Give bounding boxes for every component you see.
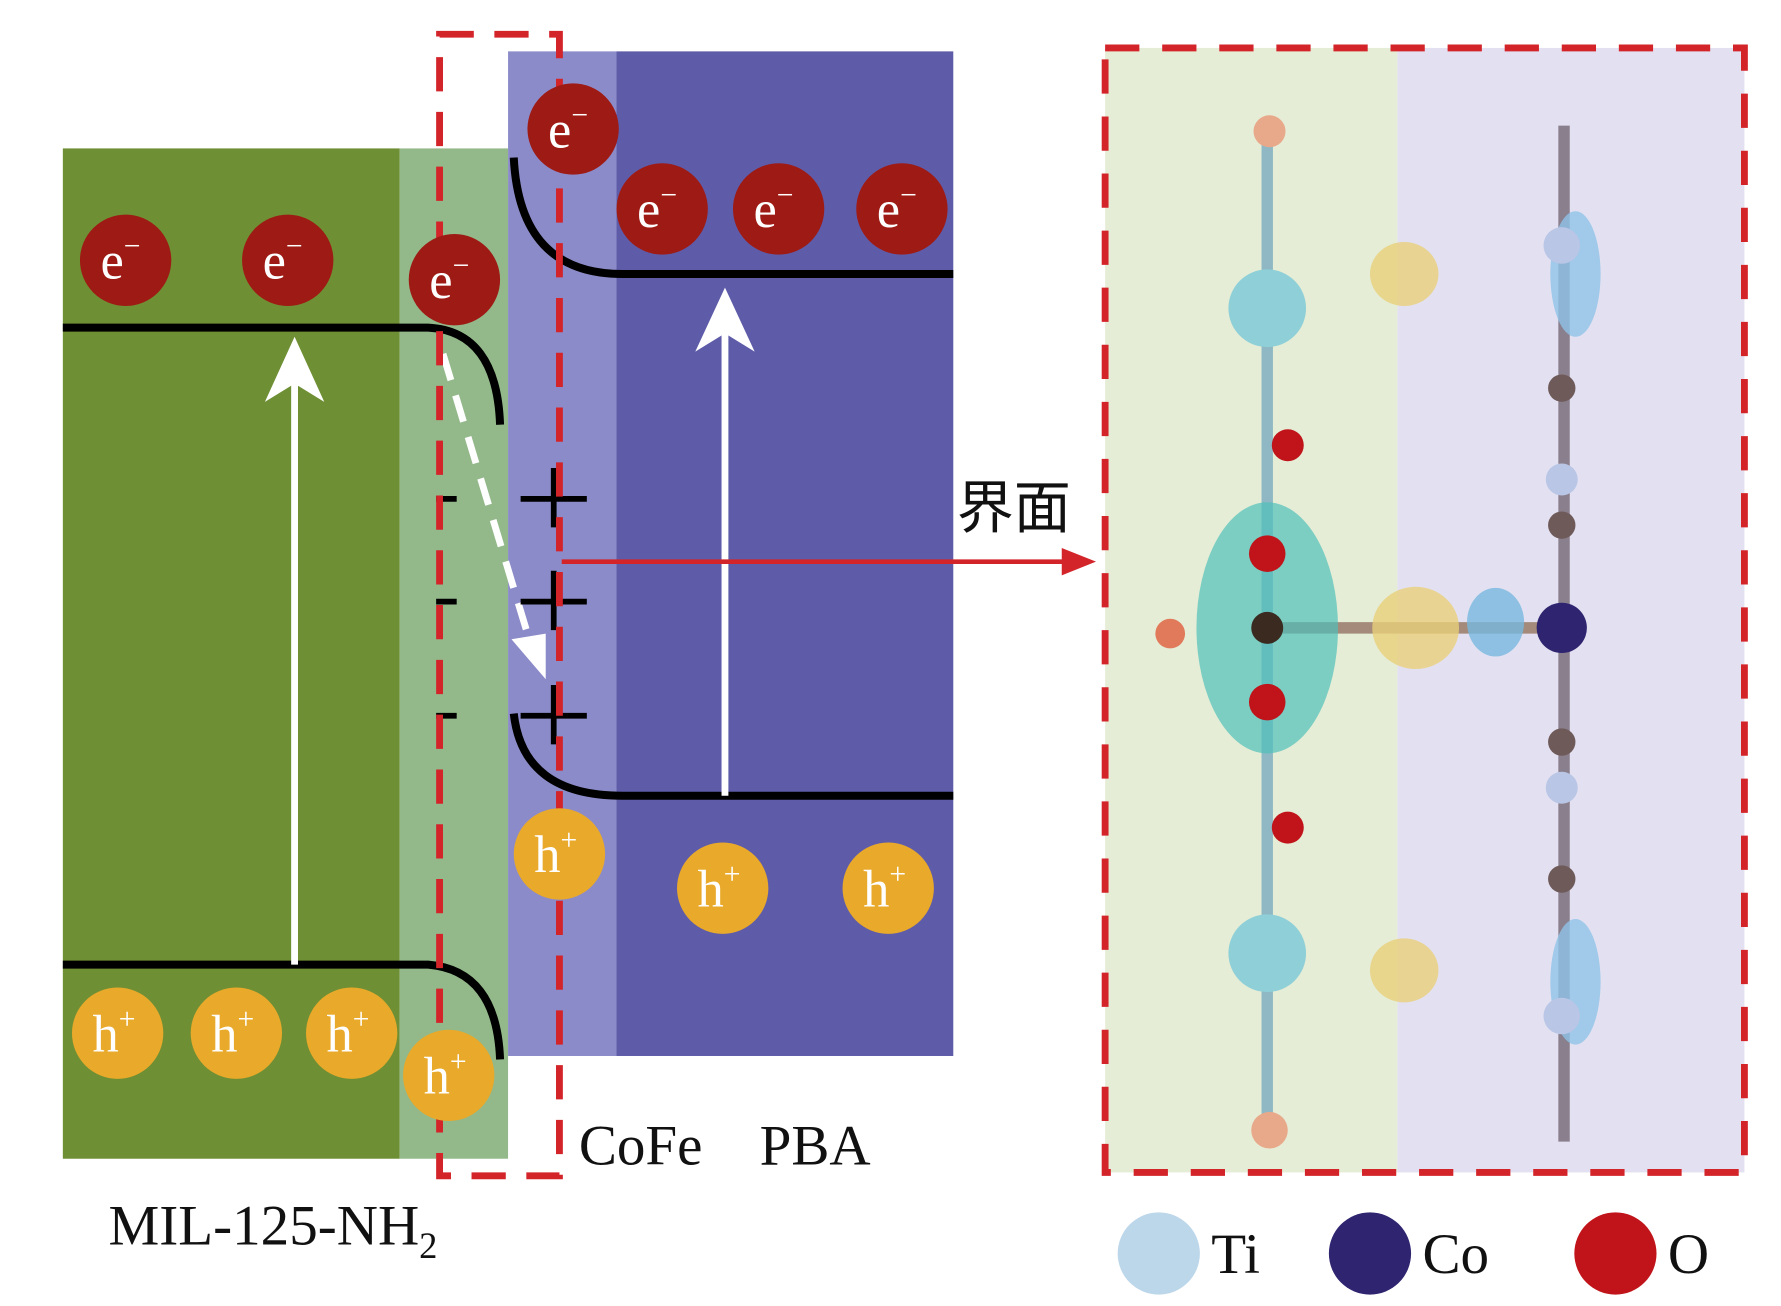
mil-valence-band — [62, 960, 505, 1060]
electron: e− — [242, 214, 334, 306]
hole-symbol: h+ — [327, 1004, 370, 1064]
hole: h+ — [842, 842, 934, 934]
electron: e− — [856, 163, 948, 255]
interface-structure-panel — [1101, 44, 1748, 1176]
arrow-head-icon — [264, 336, 325, 402]
hole-symbol: h+ — [698, 859, 741, 919]
structure-highlight-box — [1101, 44, 1748, 1176]
hole-circle — [513, 808, 606, 900]
hole-circle — [305, 987, 398, 1079]
electron: e− — [732, 163, 825, 255]
electron-symbol: e− — [754, 179, 794, 239]
mil-label-main: MIL-125-NH — [108, 1194, 419, 1257]
hole-circle — [842, 842, 934, 934]
arrow-head-icon — [511, 633, 546, 680]
electron-symbol: e− — [877, 179, 917, 239]
hole-symbol: h+ — [424, 1046, 467, 1106]
hole: h+ — [677, 842, 769, 934]
electron-circle — [79, 214, 172, 306]
pba-valence-band — [509, 713, 954, 800]
hole-circle — [677, 842, 769, 934]
legend-item-o: O — [1574, 1212, 1709, 1295]
hole: h+ — [190, 987, 283, 1079]
legend-item-ti: Ti — [1117, 1212, 1260, 1295]
hole-circle — [403, 1029, 495, 1122]
electron-symbol: e− — [637, 179, 677, 239]
electron-symbol: e− — [101, 231, 141, 291]
arrow-head-icon — [695, 287, 755, 352]
holes: h+ h+ h+ h+ h+ h+ h+ — [71, 808, 934, 1122]
electron-circle — [732, 163, 825, 255]
legend-label: O — [1668, 1223, 1709, 1286]
legend-swatch — [1328, 1212, 1412, 1295]
hole: h+ — [403, 1029, 495, 1122]
electron: e− — [79, 214, 172, 306]
electron-circle — [856, 163, 948, 255]
electron: e− — [408, 234, 501, 326]
space-charge — [436, 468, 587, 745]
hole: h+ — [513, 808, 606, 900]
hole-symbol: h+ — [863, 859, 906, 919]
hole: h+ — [305, 987, 398, 1079]
legend-swatch — [1117, 1212, 1200, 1295]
electron-symbol: e− — [263, 231, 303, 291]
hole-symbol: h+ — [534, 824, 577, 884]
arrow-head-icon — [1061, 547, 1096, 576]
pba-label: CoFe PBA — [579, 1114, 871, 1177]
hole-circle — [190, 987, 283, 1079]
electron-circle — [616, 163, 708, 255]
molecular-structure — [1155, 115, 1601, 1149]
hole: h+ — [71, 987, 164, 1079]
electron-symbol: e− — [548, 99, 588, 159]
electron-circle — [242, 214, 334, 306]
interface-label: 界面 — [957, 475, 1071, 541]
mil-label-subscript: 2 — [419, 1225, 437, 1266]
mil-label: MIL-125-NH2 — [108, 1194, 437, 1266]
electron: e− — [527, 83, 619, 175]
legend-swatch — [1574, 1212, 1657, 1295]
electron: e− — [616, 163, 708, 255]
pba-conduction-band — [509, 157, 954, 278]
hole-symbol: h+ — [93, 1004, 136, 1064]
electrons: e− e− e− e− e− e− e− — [79, 83, 948, 326]
mil-conduction-band — [62, 323, 505, 425]
electron-circle — [527, 83, 619, 175]
legend: Ti Co O — [1117, 1212, 1709, 1295]
hole-circle — [71, 987, 164, 1079]
legend-item-co: Co — [1328, 1212, 1489, 1295]
band-diagram: e− e− e− e− e− e− e− h+ h+ h+ h+ h+ h+ h+ 界面 CoFe PB… — [62, 30, 1096, 1266]
legend-label: Ti — [1211, 1223, 1260, 1286]
interface-highlight-box — [436, 30, 563, 1180]
electron-transfer-arrow — [439, 352, 535, 646]
electron-symbol: e− — [429, 250, 469, 310]
legend-label: Co — [1422, 1223, 1489, 1286]
hole-symbol: h+ — [211, 1004, 254, 1064]
electron-circle — [408, 234, 501, 326]
